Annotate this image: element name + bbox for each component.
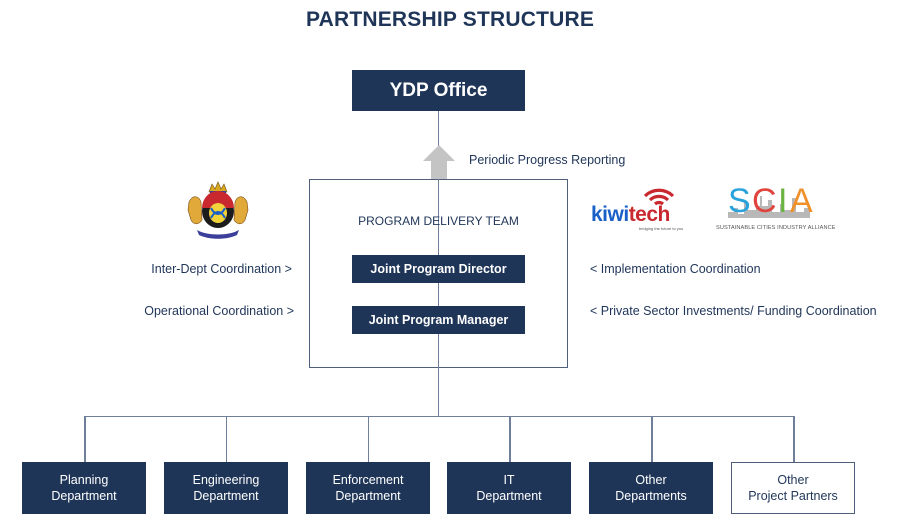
inter-dept-coordination-label: Inter-Dept Coordination > — [151, 262, 292, 276]
program-delivery-team-label: PROGRAM DELIVERY TEAM — [358, 214, 519, 228]
operational-coordination-label: Operational Coordination > — [144, 304, 294, 318]
it-department-node: IT Department — [447, 462, 571, 514]
up-arrow-icon — [423, 145, 455, 179]
joint-program-manager-node: Joint Program Manager — [352, 306, 525, 334]
page-title: PARTNERSHIP STRUCTURE — [305, 8, 595, 31]
scia-logo: S C I A SUSTAINABLE CITIES INDUSTRY ALLI… — [714, 182, 835, 234]
dept-line2: Departments — [615, 489, 687, 503]
dept-line2: Department — [51, 489, 117, 503]
scia-skyline-graphic — [728, 196, 810, 218]
connector-drop — [793, 416, 795, 462]
engineering-department-node: Engineering Department — [164, 462, 288, 514]
dept-line2: Department — [193, 489, 259, 503]
state-crest-logo — [187, 181, 249, 239]
joint-program-director-node: Joint Program Director — [352, 255, 525, 283]
connector-drop — [84, 416, 86, 462]
planning-department-node: Planning Department — [22, 462, 146, 514]
dept-line2: Department — [476, 489, 542, 503]
connector-drop — [367, 416, 369, 462]
kiwitech-tagline: bridging the future to you — [639, 226, 684, 231]
kiwitech-wordmark-tech: tech — [628, 203, 671, 226]
scia-letter-c: C — [752, 182, 777, 220]
dept-line1: Other — [635, 473, 667, 487]
scia-letter-s: S — [728, 182, 751, 220]
kiwitech-wordmark-kiwi: kiwi — [591, 203, 629, 226]
scia-letter-a: A — [790, 182, 813, 220]
dept-line2: Project Partners — [748, 489, 838, 503]
dept-line1: Planning — [59, 473, 109, 487]
dept-line1: IT — [503, 473, 515, 487]
kiwitech-logo: kiwitech bridging the future to you — [591, 186, 691, 234]
kiwitech-wordmark: kiwitech — [591, 203, 670, 227]
connector-top — [437, 111, 439, 179]
dept-line1: Enforcement — [332, 473, 404, 487]
private-sector-funding-coordination-label: < Private Sector Investments/ Funding Co… — [590, 304, 877, 318]
ydp-office-node: YDP Office — [352, 70, 525, 111]
wifi-signal-icon — [643, 188, 675, 206]
scia-tagline: SUSTAINABLE CITIES INDUSTRY ALLIANCE — [716, 225, 836, 231]
other-project-partners-node: Other Project Partners — [731, 462, 855, 514]
connector-horizontal — [84, 415, 794, 417]
connector-team-inner — [437, 179, 439, 416]
connector-drop — [225, 416, 227, 462]
connector-drop — [651, 416, 653, 462]
reporting-label: Periodic Progress Reporting — [469, 153, 626, 167]
other-departments-node: Other Departments — [589, 462, 713, 514]
dept-line1: Other — [777, 473, 809, 487]
connector-drop — [509, 416, 511, 462]
dept-line2: Department — [335, 489, 401, 503]
enforcement-department-node: Enforcement Department — [306, 462, 430, 514]
implementation-coordination-label: < Implementation Coordination — [590, 262, 761, 276]
dept-line1: Engineering — [192, 473, 260, 487]
scia-letter-i: I — [778, 182, 788, 220]
